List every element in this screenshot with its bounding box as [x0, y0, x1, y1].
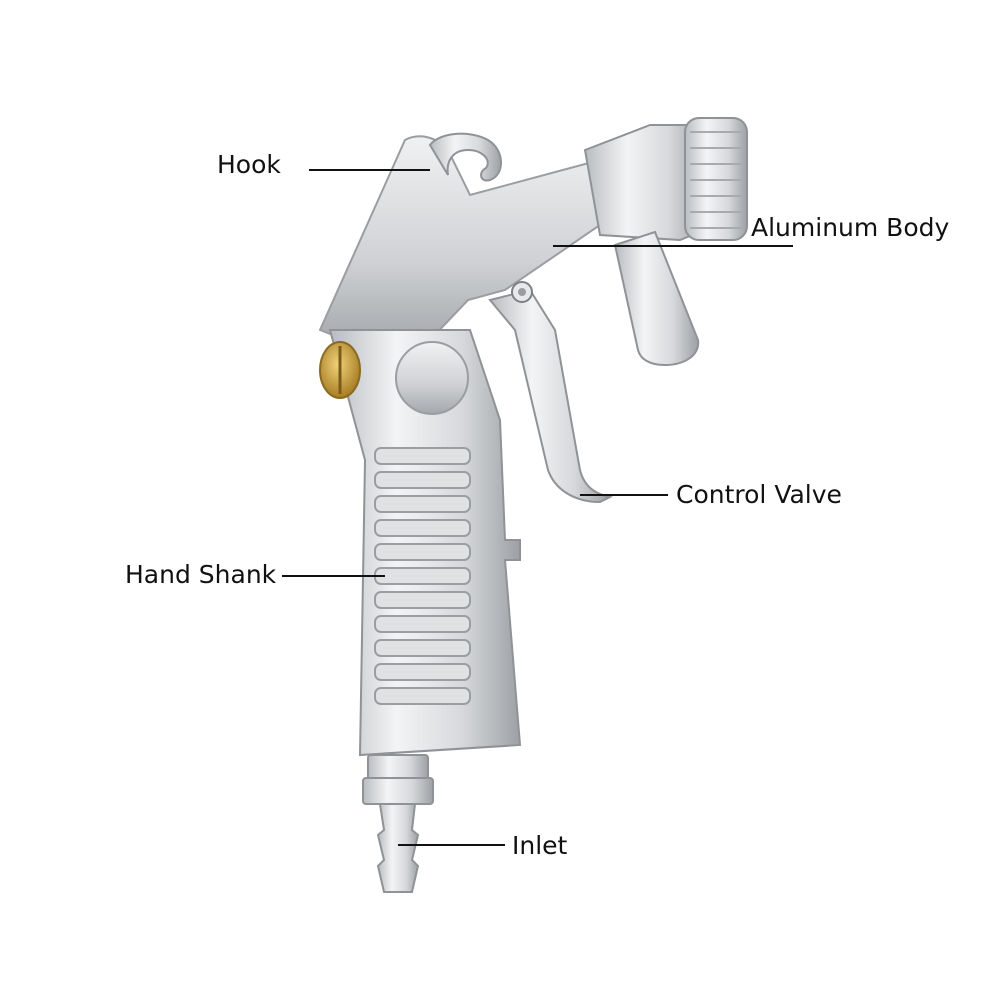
gun-frame [318, 135, 614, 347]
callout-hook-label: Hook [217, 150, 281, 179]
grip-boss [395, 341, 469, 415]
inlet-collar [367, 754, 429, 781]
callout-hand-shank-label: Hand Shank [125, 560, 277, 589]
knurl-ridges [690, 131, 744, 229]
inlet-barb [376, 803, 420, 893]
callout-control-valve-label: Control Valve [676, 480, 842, 509]
callout-aluminum-body-label: Aluminum Body [751, 213, 950, 242]
hook-shape [428, 132, 502, 182]
grip-ribs [374, 447, 471, 705]
trigger [488, 288, 614, 504]
feed-tube [613, 230, 700, 367]
callout-lines [282, 169, 793, 846]
callout-inlet-label: Inlet [512, 831, 568, 860]
inlet-hex-nut [362, 777, 434, 805]
